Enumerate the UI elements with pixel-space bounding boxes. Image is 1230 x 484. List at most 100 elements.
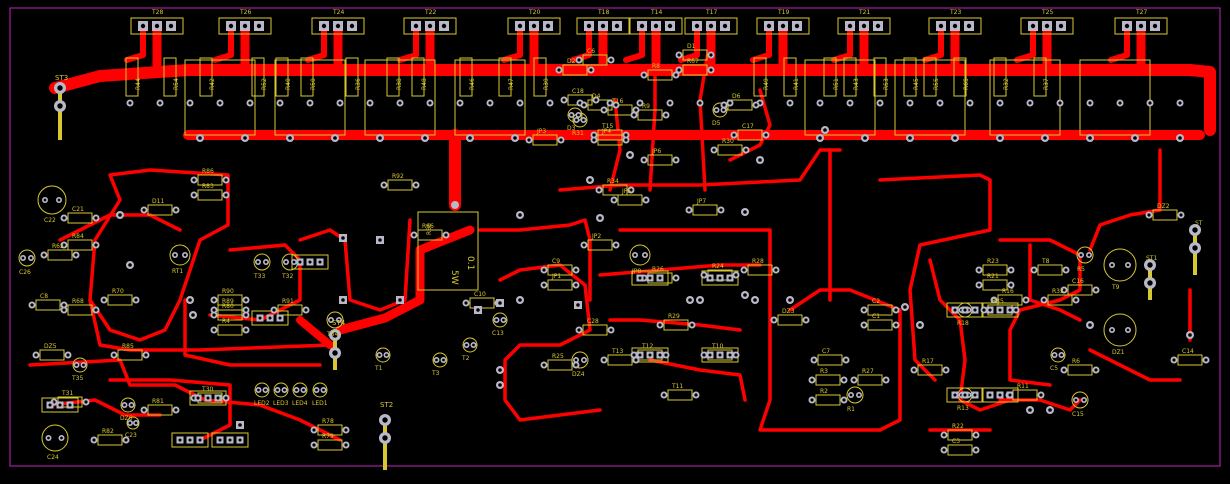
pad-hole xyxy=(586,23,592,29)
pad-hole xyxy=(130,403,133,407)
resistor-outline xyxy=(582,54,608,66)
pad-hole xyxy=(574,363,578,367)
pad-hole xyxy=(953,136,957,140)
pad-hole xyxy=(321,23,327,29)
component-label: T21 xyxy=(858,9,870,16)
pad-hole xyxy=(780,23,786,29)
resistor-outline xyxy=(663,319,689,331)
pad-hole xyxy=(188,101,192,105)
pad-hole xyxy=(709,53,713,57)
pad-hole xyxy=(894,323,898,327)
pad-hole xyxy=(94,308,98,312)
pad-hole xyxy=(974,448,978,452)
power-resistor-outline xyxy=(903,57,917,97)
component-label: R47 xyxy=(508,78,515,90)
pad-hole xyxy=(349,23,355,29)
pad-hole xyxy=(614,103,618,107)
pad-hole xyxy=(953,308,957,312)
resistor-outline xyxy=(982,279,1008,291)
component-label: T27 xyxy=(1135,9,1147,16)
pad-hole xyxy=(878,101,882,105)
pad-hole xyxy=(283,388,286,392)
pad-hole xyxy=(174,208,178,212)
capacitor-outline xyxy=(41,424,69,452)
pad-hole xyxy=(664,113,668,117)
component-label: C7 xyxy=(822,348,830,355)
pad-hole xyxy=(84,400,88,404)
pad-hole xyxy=(338,101,342,105)
pad-hole xyxy=(212,308,216,312)
pad-hole xyxy=(698,101,702,105)
resistor-outline xyxy=(947,429,973,441)
pad-hole xyxy=(690,323,694,327)
pad-hole xyxy=(308,101,312,105)
pad-hole xyxy=(1039,393,1043,397)
component-label: D4 xyxy=(592,93,601,100)
pad-hole xyxy=(753,298,757,302)
pad-hole xyxy=(998,101,1002,105)
component-label: T22 xyxy=(424,9,436,16)
component-label: R91 xyxy=(282,298,294,305)
pad-hole xyxy=(842,398,846,402)
component-label: LED1 xyxy=(312,400,328,407)
pad-hole xyxy=(288,136,292,140)
pad-hole xyxy=(315,388,318,392)
pad-hole xyxy=(818,101,822,105)
component-label: T26 xyxy=(239,9,251,16)
pad-hole xyxy=(322,388,325,392)
pad-hole xyxy=(722,23,728,29)
copper-trace xyxy=(598,263,762,277)
pad-hole xyxy=(732,133,736,137)
pad-hole xyxy=(609,58,613,62)
component-label: C9 xyxy=(552,258,560,265)
pad-hole xyxy=(1138,23,1144,29)
transistor-outline xyxy=(171,432,209,448)
pad-hole xyxy=(728,276,732,280)
pad-hole xyxy=(1147,213,1151,217)
pad-hole xyxy=(944,368,948,372)
component-label: JP2 xyxy=(591,233,601,240)
component-label: R46 xyxy=(469,78,476,90)
pad-hole xyxy=(257,388,260,392)
pad-hole xyxy=(642,73,646,77)
resistor-outline xyxy=(417,229,443,241)
pad-hole xyxy=(58,403,62,407)
pad-hole xyxy=(62,216,66,220)
component-label: R90 xyxy=(222,288,234,295)
pad-hole xyxy=(847,23,853,29)
pad-hole xyxy=(638,276,642,280)
pad-hole xyxy=(228,23,234,29)
pad-hole xyxy=(531,23,537,29)
pad-hole xyxy=(1192,245,1198,251)
pad-hole xyxy=(1042,298,1046,302)
pad-hole xyxy=(498,368,502,372)
pad-hole xyxy=(435,358,438,362)
pad-hole xyxy=(862,308,866,312)
component-label: C2 xyxy=(872,298,880,305)
pad-hole xyxy=(1044,23,1050,29)
resistor-outline xyxy=(682,64,708,76)
power-resistor-outline xyxy=(411,57,425,97)
component-label: JP1 xyxy=(551,273,561,280)
capacitor-outline xyxy=(432,352,448,368)
component-label: T35 xyxy=(71,375,83,382)
pad-hole xyxy=(998,136,1002,140)
pad-hole xyxy=(642,158,646,162)
component-label: ST4 xyxy=(332,319,346,327)
component-label: R84 xyxy=(72,233,84,240)
pad-hole xyxy=(903,305,907,309)
pad-hole xyxy=(34,353,38,357)
power-resistor-outline xyxy=(533,57,547,97)
pad-hole xyxy=(378,136,382,140)
pad-hole xyxy=(577,58,581,62)
pad-hole xyxy=(977,283,981,287)
copper-trace xyxy=(108,378,232,442)
pad-hole xyxy=(256,23,262,29)
pad-hole xyxy=(718,353,722,357)
pad-hole xyxy=(94,216,98,220)
component-label: D5 xyxy=(712,120,721,127)
copper-trace xyxy=(478,218,592,302)
pad-hole xyxy=(774,268,778,272)
